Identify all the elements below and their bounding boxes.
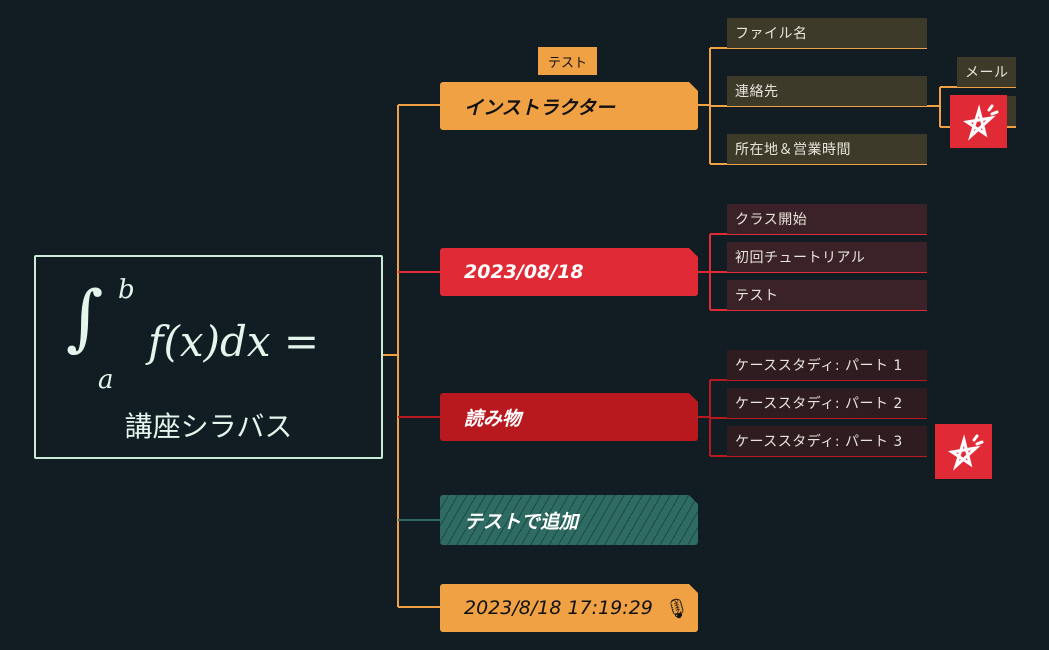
integral-sign: ∫ — [66, 275, 104, 359]
formula-lower-bound: a — [98, 365, 114, 395]
topic-date[interactable]: 2023/08/18 — [440, 248, 698, 296]
subtopic[interactable]: テスト — [727, 280, 927, 310]
topic-reading[interactable]: 読み物 — [440, 393, 698, 441]
topic-label: 2023/08/18 — [464, 261, 584, 283]
subtopic[interactable]: ケーススタディ: パート 1 — [727, 350, 927, 380]
subtopic[interactable]: クラス開始 — [727, 204, 927, 234]
subtopic[interactable]: ケーススタディ: パート 2 — [727, 388, 927, 418]
subtopic[interactable]: ケーススタディ: パート 3 — [727, 426, 927, 456]
microphone-icon: 🎙 — [664, 597, 689, 620]
topic-timestamp[interactable]: 2023/8/18 17:19:29 🎙 — [440, 584, 698, 632]
central-topic[interactable]: ∫ b a f(x)dx = 講座シラバス — [34, 255, 383, 459]
star-sticker-icon[interactable] — [950, 95, 1007, 148]
subtopic[interactable]: 初回チュートリアル — [727, 242, 927, 272]
topic-label: テストで追加 — [464, 510, 579, 533]
star-sticker-icon[interactable] — [935, 424, 992, 479]
subtopic[interactable]: ファイル名 — [727, 18, 927, 48]
formula-upper-bound: b — [118, 275, 135, 305]
central-title: 講座シラバス — [124, 410, 293, 443]
subtopic[interactable]: 所在地＆営業時間 — [727, 134, 927, 164]
formula-body: f(x)dx = — [148, 317, 320, 366]
topic-label: 読み物 — [464, 407, 522, 430]
subtopic[interactable]: メール — [957, 57, 1016, 87]
topic-label: インストラクター — [464, 96, 615, 119]
topic-label: 2023/8/18 17:19:29 — [464, 597, 653, 619]
topic-instructor[interactable]: インストラクター — [440, 82, 698, 130]
subtopic[interactable]: 連絡先 — [727, 76, 927, 106]
topic-test-add[interactable]: テストで追加 — [440, 495, 698, 545]
topic-tag: テスト — [538, 47, 597, 75]
